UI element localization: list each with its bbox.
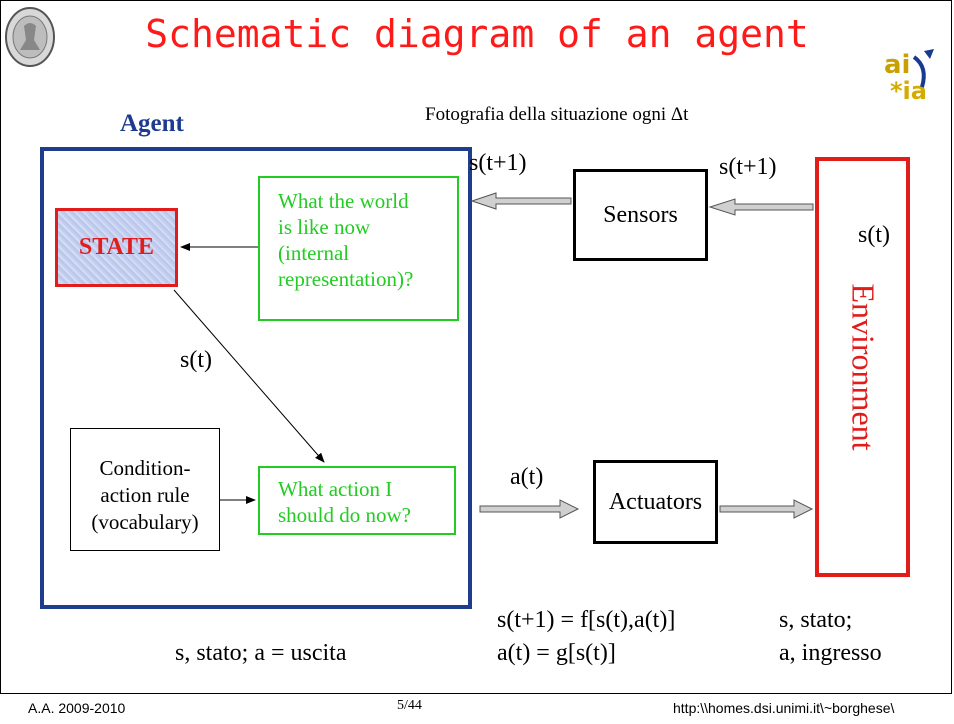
footer-page-number: 5/44 xyxy=(397,698,422,713)
svg-text:ai: ai xyxy=(884,50,910,80)
slide-frame xyxy=(0,0,952,694)
agent-label: Agent xyxy=(120,110,184,137)
equation-state-transition: s(t+1) = f[s(t),a(t)] xyxy=(497,607,676,633)
arrow-state-to-action xyxy=(173,289,325,463)
arrow-action-to-actuators xyxy=(479,499,580,519)
footer-academic-year: A.A. 2009-2010 xyxy=(28,700,126,716)
action-box-line: What action I xyxy=(278,477,393,501)
legend-env-line2: a, ingresso xyxy=(779,640,882,666)
legend-env-line1: s, stato; xyxy=(779,607,853,633)
world-box-line: What the world xyxy=(278,189,409,213)
action-box-line: should do now? xyxy=(278,503,411,527)
aie-logo: ai *ia xyxy=(884,49,934,103)
label-env-state: s(t) xyxy=(858,222,890,248)
footer-url: http:\\homes.dsi.unimi.it\~borghese\ xyxy=(673,700,895,716)
state-label: STATE xyxy=(78,234,155,260)
arrow-env-to-sensors xyxy=(708,198,814,216)
label-state-to-action: s(t) xyxy=(180,347,212,373)
arrow-actuators-to-env xyxy=(719,499,814,519)
condition-box-line: Condition- xyxy=(99,456,191,480)
svg-text:*ia: *ia xyxy=(890,77,927,103)
slide-title: Schematic diagram of an agent xyxy=(145,12,809,56)
world-model-box: What the world is like now (internal rep… xyxy=(258,176,459,321)
equation-action: a(t) = g[s(t)] xyxy=(497,640,616,666)
state-box: STATE xyxy=(55,208,178,287)
label-action-out: a(t) xyxy=(510,464,544,490)
condition-box-line: (vocabulary) xyxy=(91,510,199,534)
actuators-label: Actuators xyxy=(608,488,703,515)
actuators-box: Actuators xyxy=(593,460,718,544)
subtitle: Fotografia della situazione ogni Δt xyxy=(425,104,689,125)
action-box: What action I should do now? xyxy=(258,466,456,535)
environment-box xyxy=(815,157,910,577)
condition-action-box: Condition- action rule (vocabulary) xyxy=(70,428,220,551)
label-sensors-to-agent: s(t+1) xyxy=(469,150,527,176)
world-box-line: is like now xyxy=(278,215,371,239)
world-box-line: representation)? xyxy=(278,267,414,291)
arrow-sensors-to-agent xyxy=(470,192,572,210)
condition-box-line: action rule xyxy=(100,483,190,507)
agent-box xyxy=(40,147,472,609)
legend-agent: s, stato; a = uscita xyxy=(175,640,347,666)
university-seal-logo xyxy=(5,7,55,67)
label-env-to-sensors: s(t+1) xyxy=(719,154,777,180)
sensors-box: Sensors xyxy=(573,169,708,261)
world-box-line: (internal xyxy=(278,241,350,265)
sensors-label: Sensors xyxy=(603,201,678,228)
